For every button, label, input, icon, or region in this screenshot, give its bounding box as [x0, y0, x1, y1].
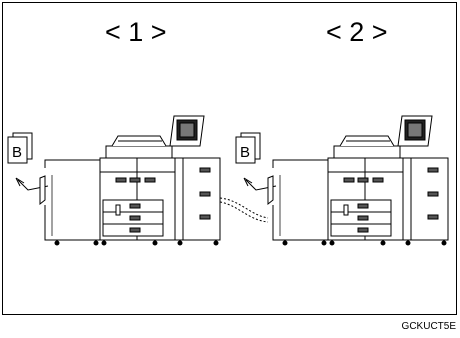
sheet-letter-1: B — [12, 144, 22, 161]
copier-1 — [8, 116, 220, 245]
sheet-letter-2: B — [240, 144, 250, 161]
connection-cable — [220, 198, 268, 222]
figure-code: GCKUCT5E — [402, 321, 456, 332]
copier-2 — [236, 116, 448, 245]
